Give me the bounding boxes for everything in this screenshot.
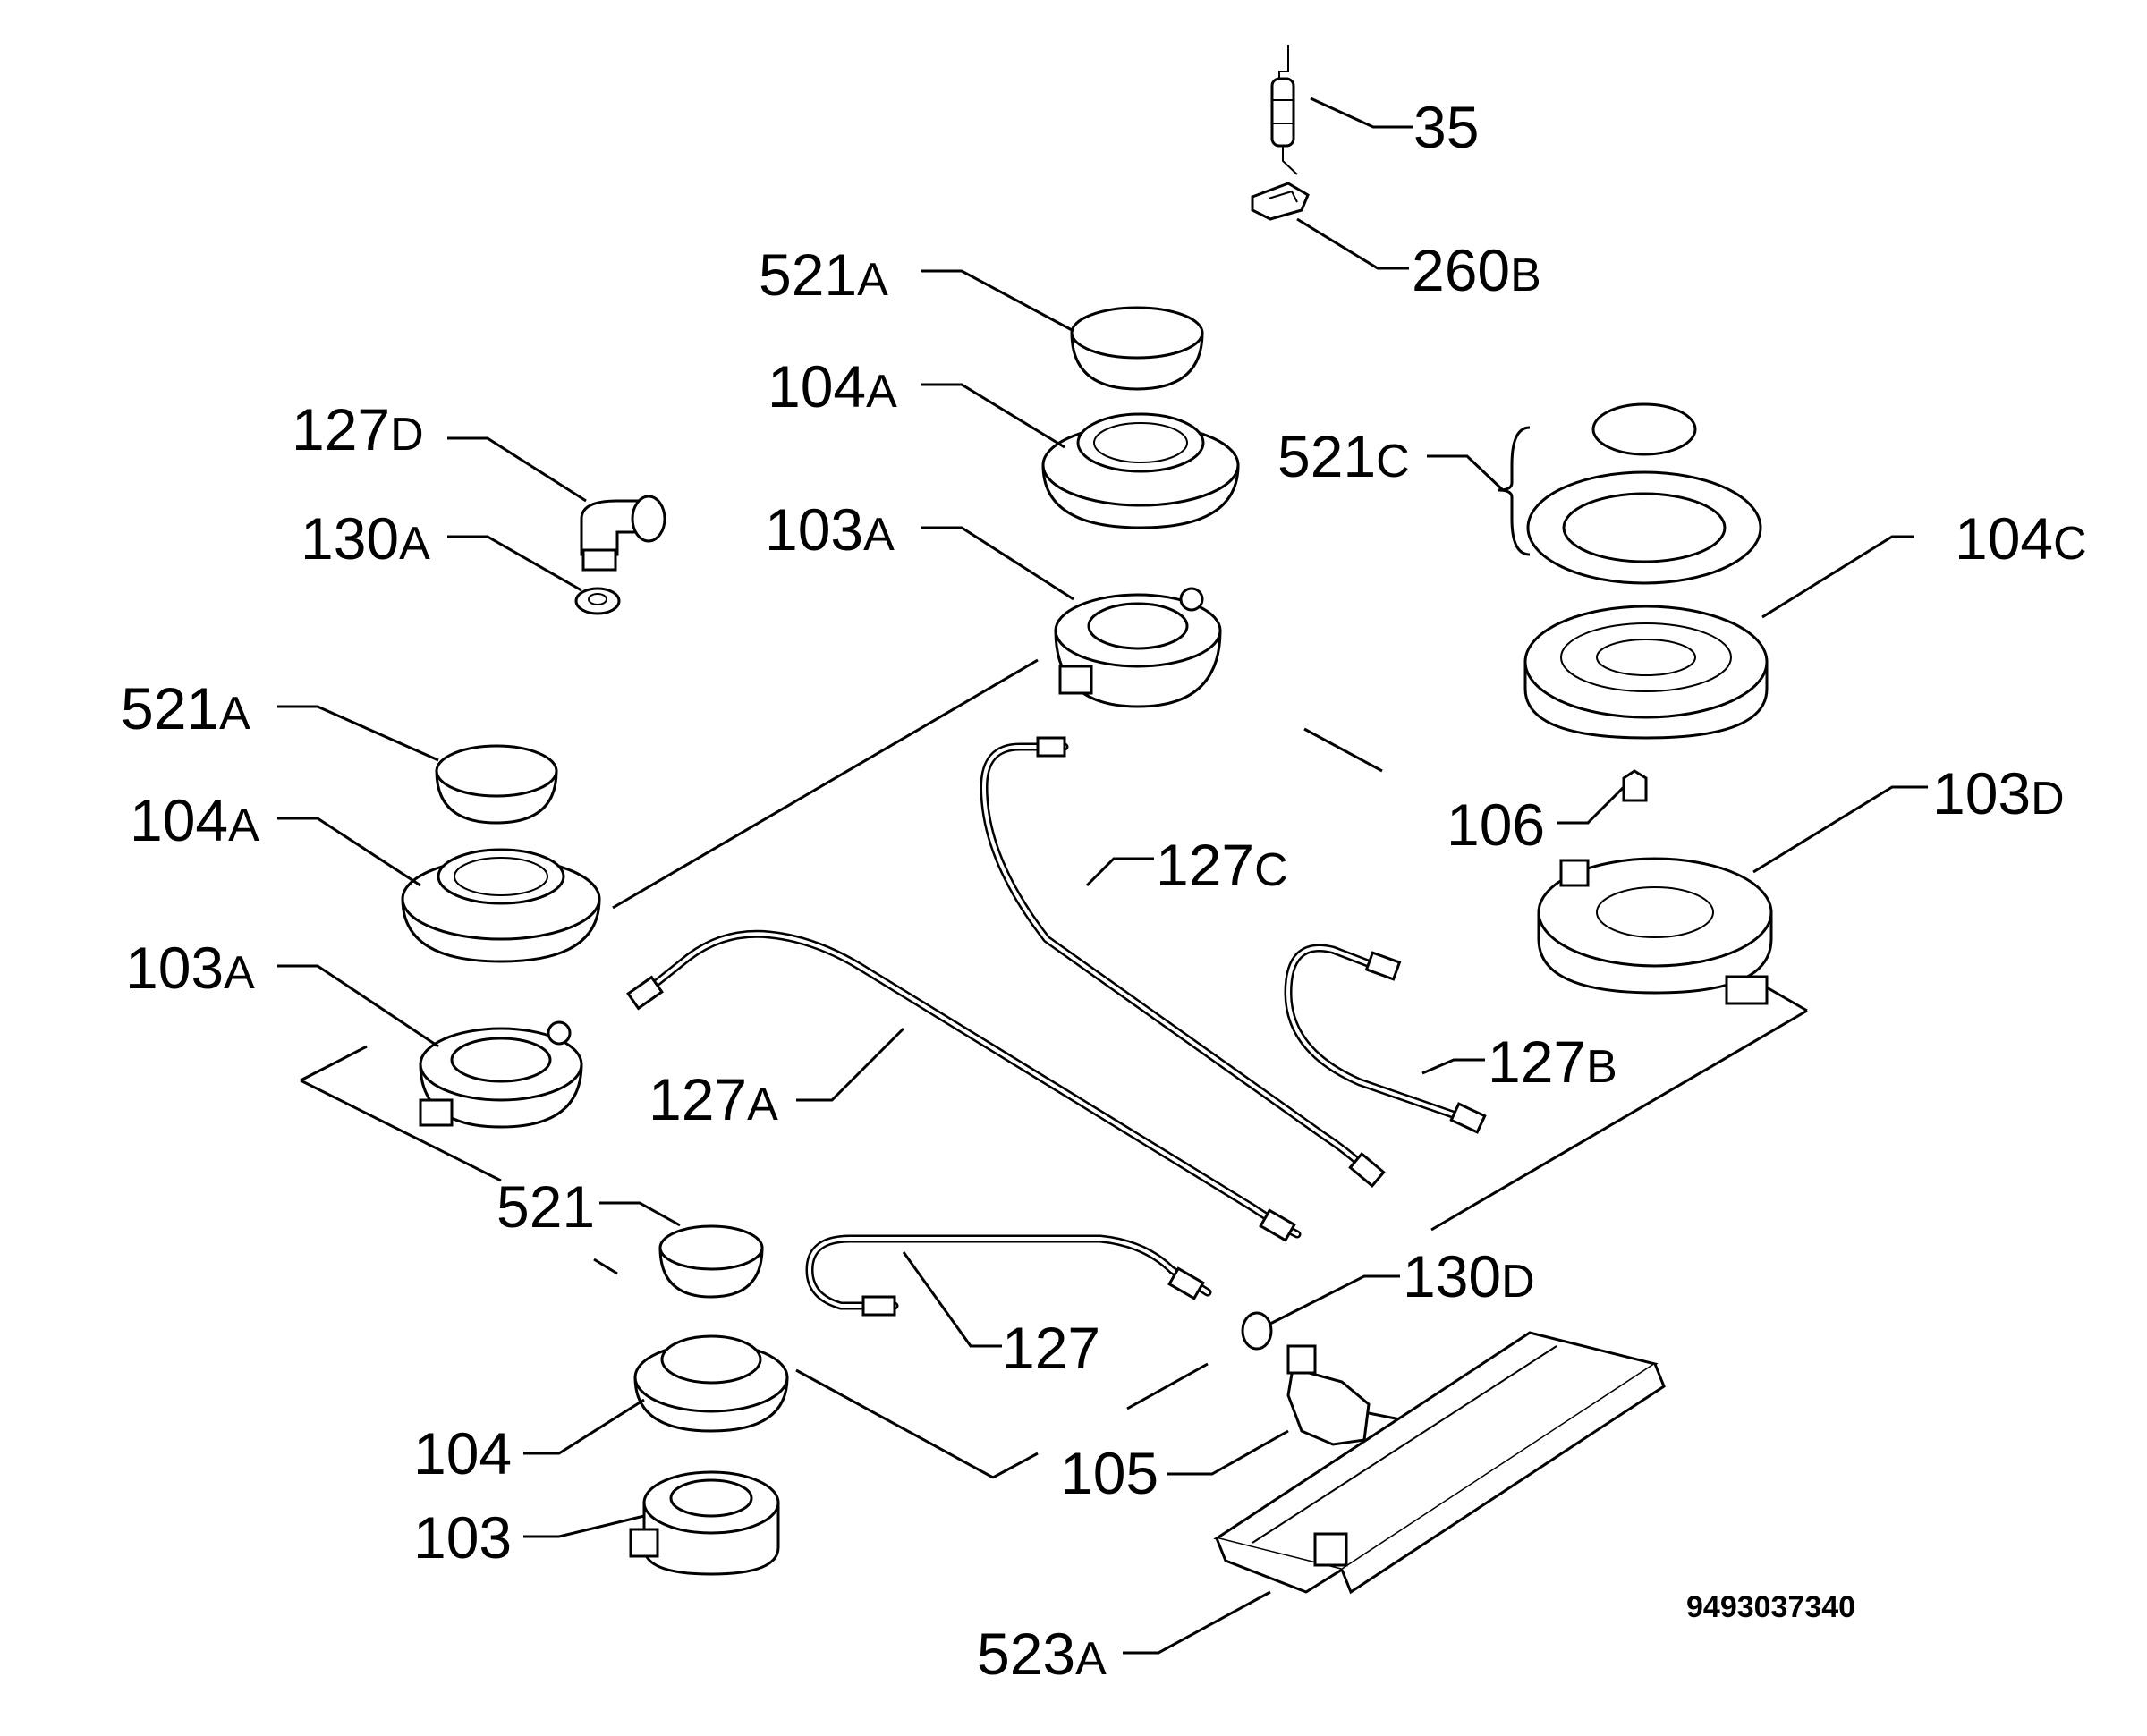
burner-body-part (419, 1020, 583, 1129)
label-106: 106 (1447, 792, 1545, 858)
label-103: 103 (413, 1504, 512, 1571)
label-521: 521 (496, 1173, 595, 1240)
label-103a-left: 103A (125, 935, 255, 1001)
label-104: 104 (413, 1420, 512, 1486)
burner-body-part (1054, 587, 1222, 708)
hob-outline-lines (300, 658, 1808, 1479)
burner-body-part (629, 1470, 780, 1576)
injector-part (1622, 769, 1648, 802)
wok-burner-body-part (1537, 857, 1773, 1005)
burner-crown-part (1041, 412, 1240, 529)
burner-crown-part (633, 1334, 789, 1433)
label-127a: 127A (649, 1066, 778, 1132)
label-103a-top: 103A (765, 496, 895, 563)
valve-rail-part (1213, 1331, 1666, 1595)
gas-tube-127 (805, 1234, 1212, 1317)
callout-labels: 35 260B 521A 104A 127D 130A 103A 521C 10… (121, 94, 2087, 1687)
label-104a-left: 104A (130, 787, 259, 853)
gas-tube-127a (626, 929, 1302, 1242)
label-260b: 260B (1412, 237, 1541, 303)
label-130d: 130D (1403, 1243, 1535, 1309)
label-127b: 127B (1488, 1029, 1617, 1095)
clip-part (1251, 182, 1310, 221)
washer-part (574, 587, 621, 615)
label-104c: 104C (1955, 505, 2087, 572)
gas-tube-127b (1284, 944, 1487, 1134)
label-105: 105 (1060, 1440, 1158, 1506)
label-521a-left: 521A (121, 675, 250, 741)
burner-cap-part (435, 744, 558, 825)
label-104a-top: 104A (768, 353, 897, 419)
burner-cap-part (658, 1224, 764, 1299)
leader-lines (277, 97, 1928, 1655)
label-127: 127 (1002, 1315, 1100, 1381)
label-127d: 127D (292, 396, 424, 462)
label-523a: 523A (977, 1621, 1107, 1687)
thermocouple-probe-part (1270, 45, 1298, 175)
burner-cap-part (1070, 306, 1204, 391)
label-521c: 521C (1277, 423, 1410, 489)
label-35: 35 (1413, 94, 1479, 160)
gas-valve-part (1286, 1344, 1414, 1446)
gas-tube-127c (980, 736, 1386, 1189)
drawing-code: 9493037340 (1686, 1590, 1855, 1624)
label-130a: 130A (301, 505, 430, 572)
nut-part (1241, 1311, 1273, 1351)
label-127c: 127C (1156, 832, 1288, 898)
label-521a-top: 521A (759, 241, 888, 308)
wok-crown-part (1523, 605, 1769, 740)
burner-crown-part (401, 848, 601, 963)
wok-cap-set-part (1498, 402, 1762, 585)
label-103d: 103D (1932, 760, 2065, 826)
elbow-fitting-part (580, 495, 666, 572)
